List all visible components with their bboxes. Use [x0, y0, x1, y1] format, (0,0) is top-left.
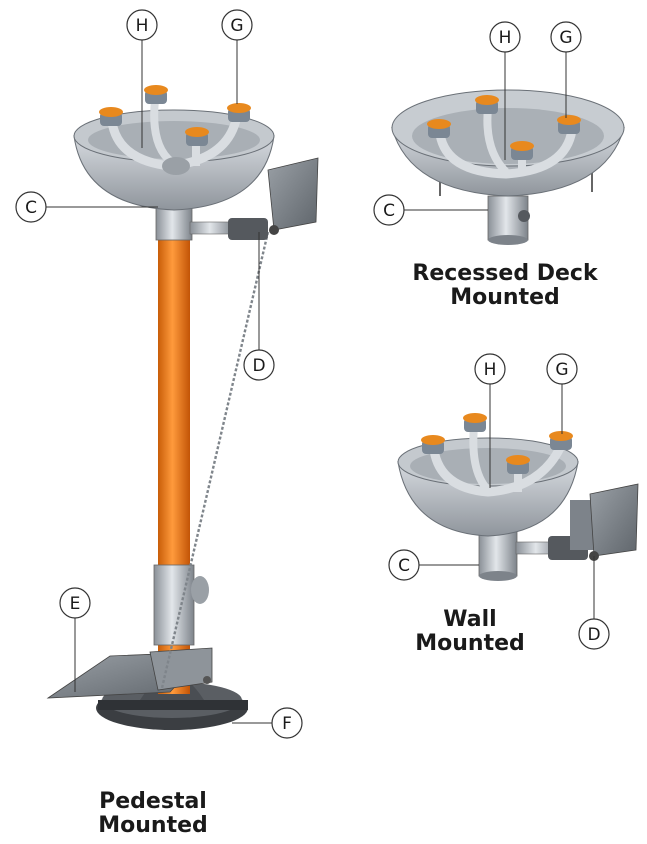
svg-text:D: D — [252, 356, 265, 376]
svg-text:G: G — [559, 28, 572, 48]
pedestal-nozzle-4 — [227, 103, 251, 122]
wall-nozzle-4 — [549, 431, 573, 450]
hand-paddle — [267, 157, 319, 231]
wall-bowl — [397, 413, 579, 537]
wall-stem — [478, 529, 518, 577]
recessed-unit: H G C — [373, 21, 625, 245]
pedestal-nozzle-2 — [144, 85, 168, 104]
callout-recessed-g: G — [550, 21, 582, 118]
svg-text:H: H — [136, 16, 149, 36]
recessed-nozzle-4 — [557, 115, 581, 134]
wall-nozzle-2 — [463, 413, 487, 432]
callout-wall-c: C — [388, 549, 479, 581]
svg-text:G: G — [230, 16, 243, 36]
wall-nozzle-1 — [421, 435, 445, 454]
caption-line: Mounted — [98, 813, 208, 838]
caption-line: Wall — [443, 607, 497, 632]
svg-text:G: G — [555, 360, 568, 380]
caption-line: Mounted — [450, 285, 560, 310]
callout-wall-g: G — [546, 353, 578, 434]
svg-text:H: H — [499, 28, 512, 48]
pedestal-bowl — [73, 85, 275, 211]
callout-recessed-h: H — [489, 21, 521, 160]
caption-recessed-deck-mounted: Recessed Deck Mounted — [395, 262, 615, 310]
caption-line: Pedestal — [99, 789, 207, 814]
svg-text:C: C — [398, 556, 410, 576]
pedestal-nozzle-1 — [99, 107, 123, 126]
callout-pedestal-f: F — [232, 707, 303, 739]
pedestal-nozzle-3 — [185, 127, 209, 146]
recessed-bowl — [391, 89, 625, 197]
recessed-nozzle-1 — [427, 119, 451, 138]
callout-pedestal-e: E — [59, 587, 91, 692]
caption-line: Recessed Deck — [412, 261, 598, 286]
recessed-nozzle-3 — [510, 141, 534, 160]
svg-text:F: F — [282, 714, 292, 734]
pedestal-unit: H G C D E F — [15, 9, 319, 739]
callout-pedestal-c: C — [15, 191, 158, 223]
svg-text:E: E — [70, 594, 81, 614]
callout-wall-d: D — [578, 556, 610, 650]
wall-unit: H G C D — [388, 353, 639, 650]
svg-text:C: C — [25, 198, 37, 218]
wall-hand-paddle — [589, 483, 639, 557]
callout-wall-h: H — [474, 353, 506, 488]
caption-pedestal-mounted: Pedestal Mounted — [48, 790, 258, 838]
svg-text:C: C — [383, 201, 395, 221]
caption-line: Mounted — [415, 631, 525, 656]
callout-pedestal-d: D — [243, 232, 275, 381]
wall-nozzle-3 — [506, 455, 530, 474]
pedestal-collar-top — [155, 205, 193, 241]
caption-wall-mounted: Wall Mounted — [395, 608, 545, 656]
recessed-nozzle-2 — [475, 95, 499, 114]
pedal-chain — [160, 231, 270, 689]
callout-pedestal-h: H — [126, 9, 158, 148]
svg-text:D: D — [587, 625, 600, 645]
svg-text:H: H — [484, 360, 497, 380]
callout-pedestal-g: G — [221, 9, 253, 104]
callout-recessed-c: C — [373, 194, 488, 226]
